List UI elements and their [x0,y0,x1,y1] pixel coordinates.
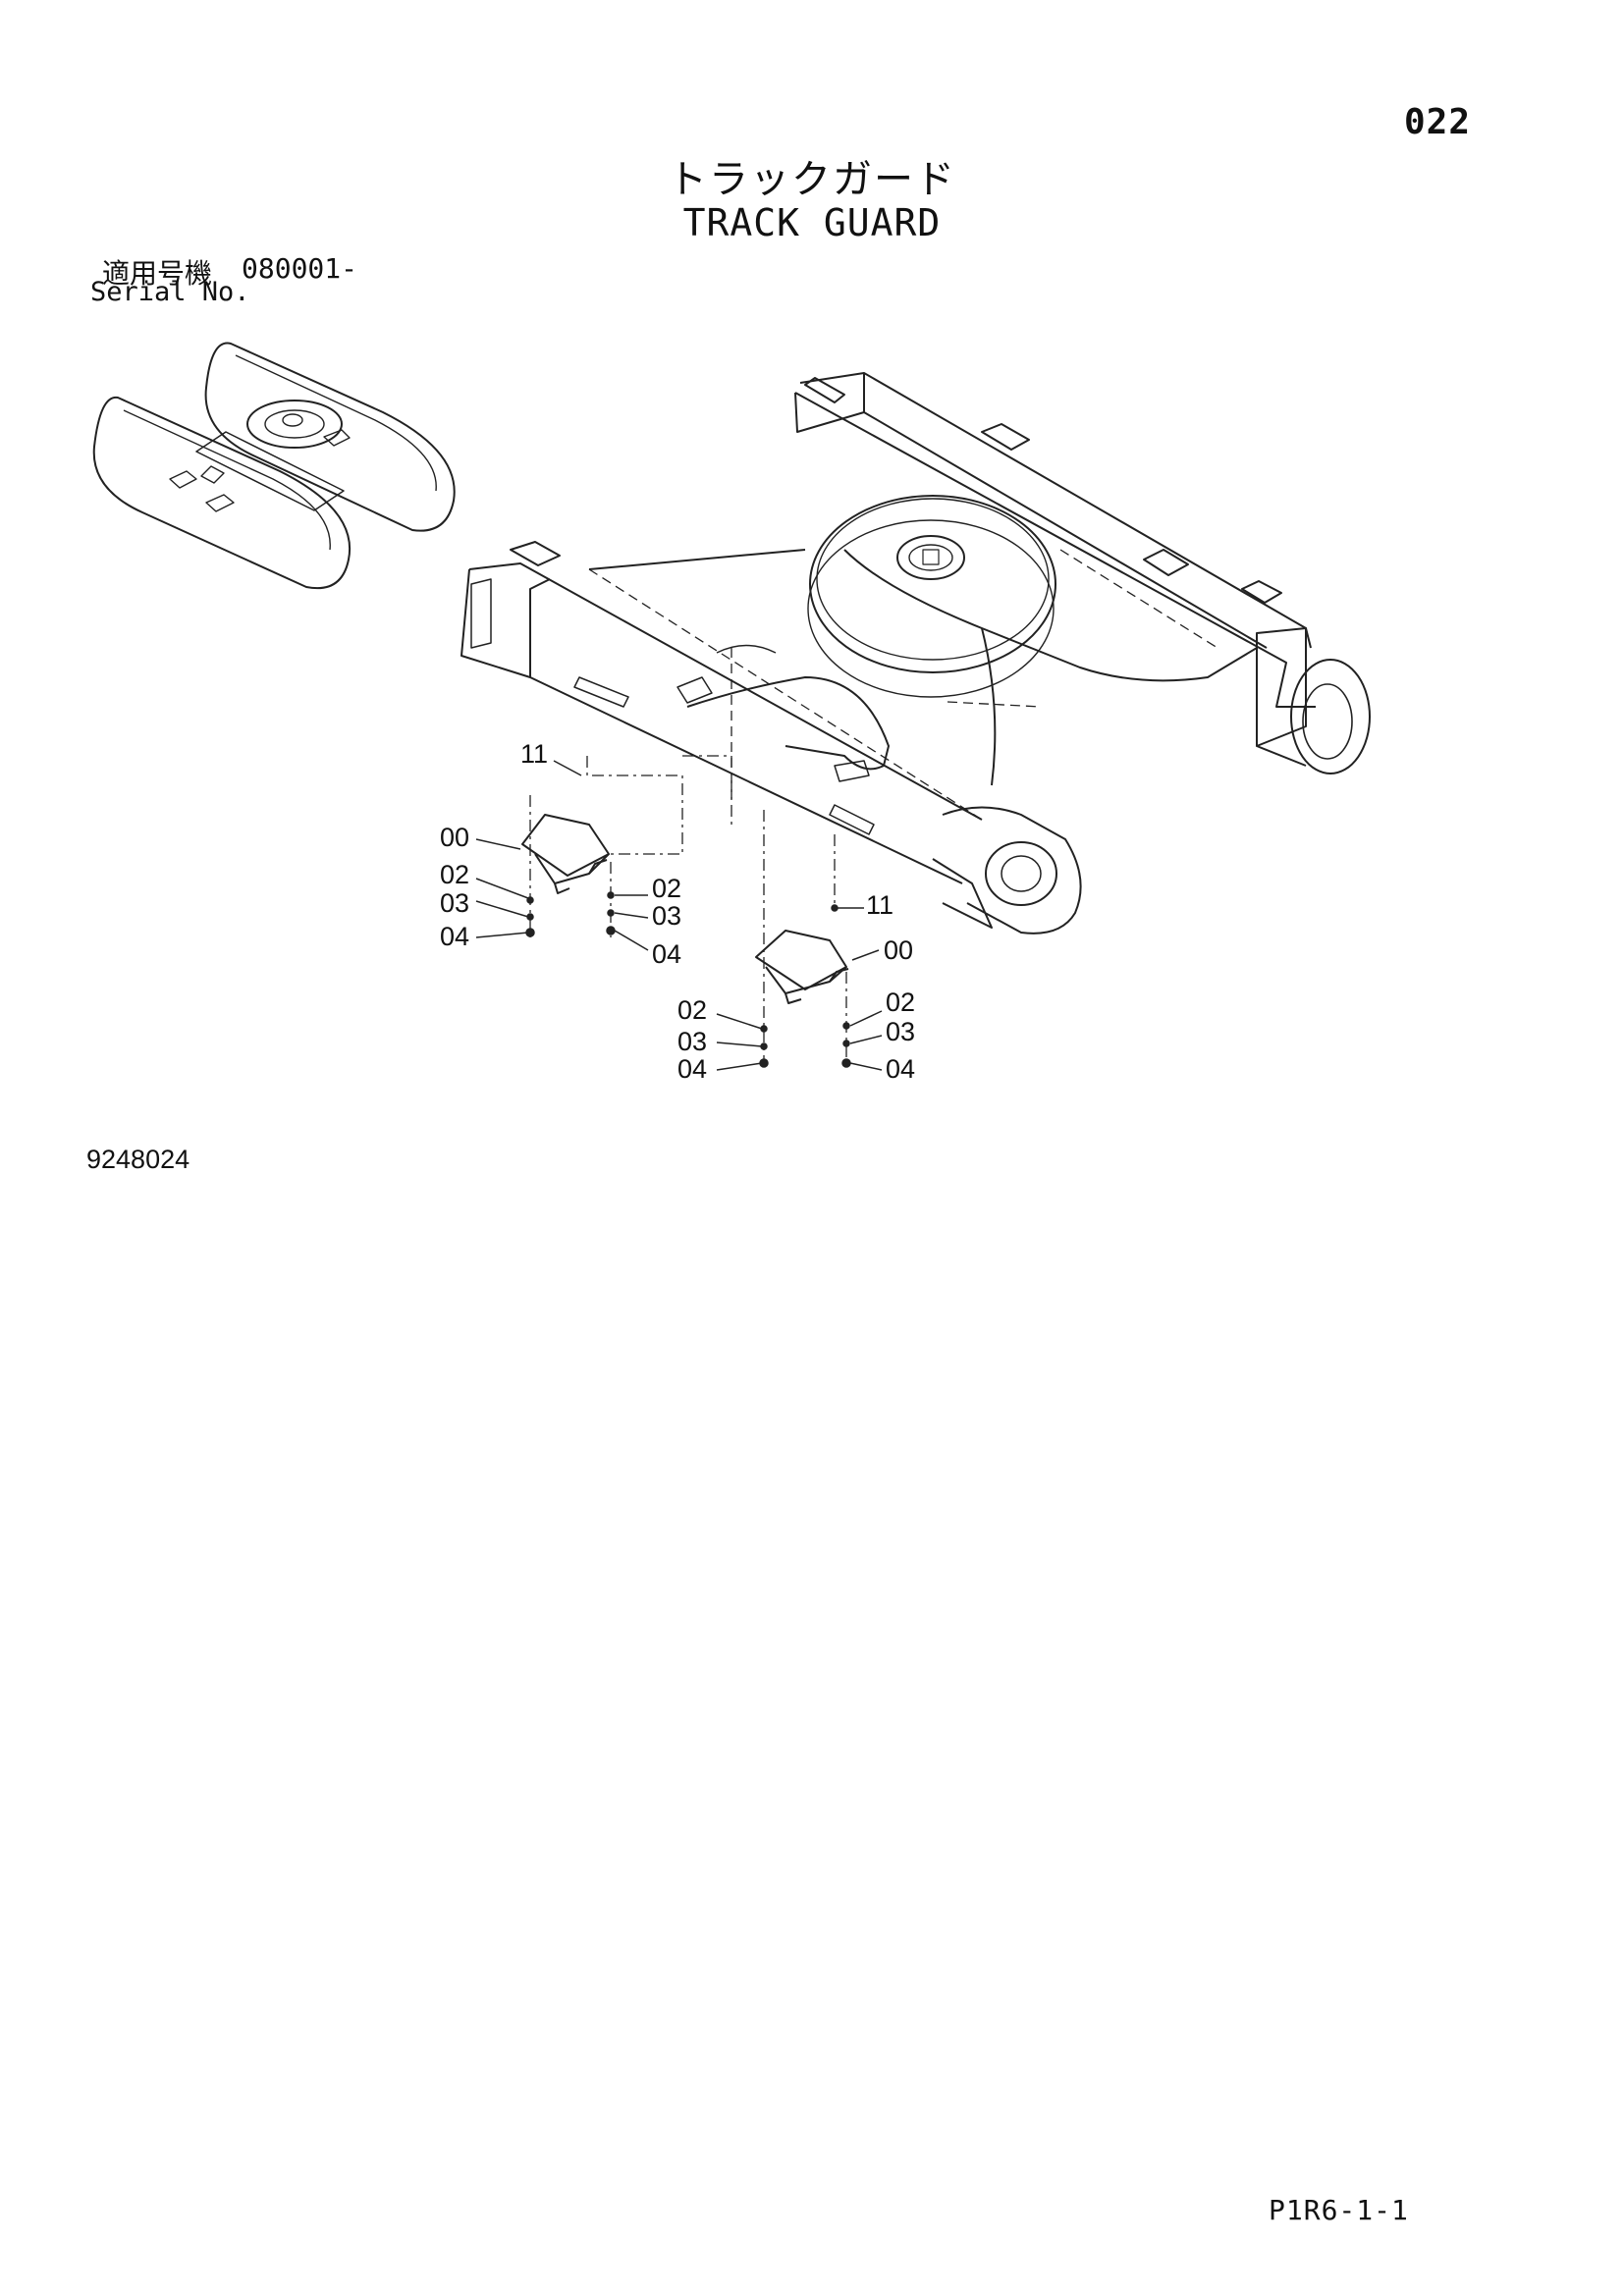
serial-range: 080001- [242,252,358,285]
callout-04-mid: 04 [652,939,681,969]
title-english: TRACK GUARD [682,201,942,244]
callout-03-mid: 03 [652,901,681,931]
callout-03-left: 03 [440,888,469,918]
serial-label-english: Serial No. [90,277,250,307]
callout-02-left: 02 [440,860,469,889]
leader-lines [475,760,883,1071]
title-japanese: トラックガード [668,157,956,202]
track-frame [460,372,1371,934]
page-number: 022 [1404,102,1472,142]
callout-00-left: 00 [440,823,469,852]
callout-11-right: 11 [866,890,893,920]
callout-03-right: 03 [886,1017,915,1046]
page-reference: P1R6-1-1 [1269,2194,1409,2226]
track-guards [521,755,849,1070]
callout-labels: 11 00 02 03 04 02 03 04 11 00 02 03 04 0… [440,739,915,1084]
undercarriage-thumbnail [92,342,456,590]
drawing-number: 9248024 [86,1145,190,1174]
callout-04-right: 04 [886,1054,915,1084]
callout-00-right: 00 [884,935,913,965]
callout-03-low: 03 [677,1027,707,1056]
callout-11-top: 11 [520,739,548,769]
callout-02-low: 02 [677,995,707,1025]
callout-02-right: 02 [886,988,915,1017]
callout-04-low: 04 [677,1054,707,1084]
serial-label-japanese: 適用号機 [102,257,213,290]
callout-02-mid: 02 [652,874,681,903]
callout-04-left: 04 [440,922,469,951]
